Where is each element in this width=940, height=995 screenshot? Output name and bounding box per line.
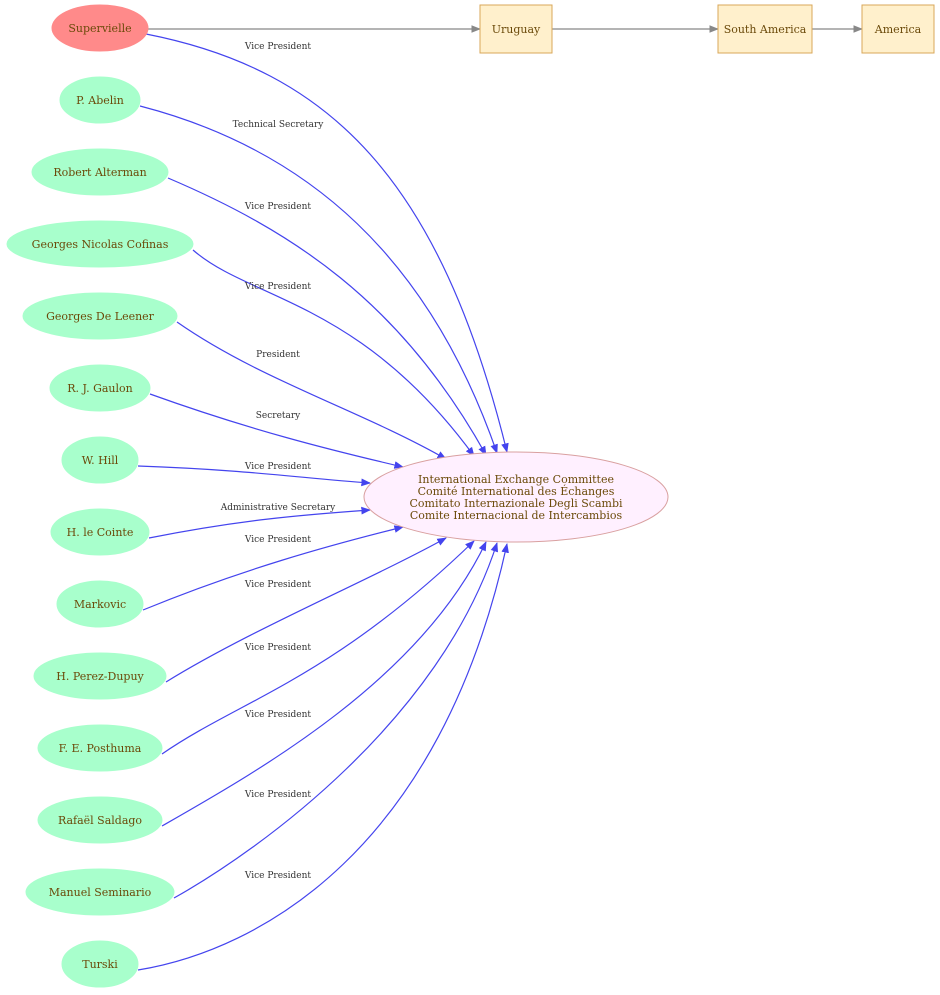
person-label-turski: Turski	[82, 958, 118, 971]
place-node-america[interactable]: America	[861, 4, 935, 54]
edge-label-georges-nicolas-cofinas: Vice President	[244, 282, 312, 292]
person-label-georges-nicolas-cofinas: Georges Nicolas Cofinas	[32, 238, 169, 251]
committee-name-line-1: International Exchange Committee	[418, 473, 614, 486]
place-label-america: America	[874, 23, 922, 36]
person-label-georges-de-leener: Georges De Leener	[46, 310, 155, 323]
edge-markovic-to-committee	[142, 525, 404, 611]
person-label-rafael-saldago: Rafaël Saldago	[58, 814, 142, 827]
edge-label-rafael-saldago: Vice President	[244, 710, 312, 720]
edge-label-h-perez-dupuy: Vice President	[244, 580, 312, 590]
person-node-georges-nicolas-cofinas[interactable]: Georges Nicolas Cofinas	[6, 220, 194, 268]
person-node-turski[interactable]: Turski	[61, 940, 139, 988]
edge-rafael-saldago-to-committee	[161, 541, 487, 827]
person-shape-manuel-seminario	[25, 868, 175, 916]
person-shape-p-abelin	[59, 76, 141, 124]
place-shape-america	[861, 4, 935, 54]
person-shape-georges-de-leener	[22, 292, 178, 340]
edge-label-markovic: Vice President	[244, 535, 312, 545]
edge-georges-de-leener-to-committee	[176, 321, 447, 460]
committee-name-line-3: Comitato Internazionale Degli Scambi	[409, 497, 622, 510]
person-label-h-le-cointe: H. le Cointe	[67, 526, 134, 539]
person-node-w-hill[interactable]: W. Hill	[61, 436, 139, 484]
person-shape-rafael-saldago	[37, 796, 163, 844]
person-label-supervielle: Supervielle	[68, 22, 131, 35]
person-shape-georges-nicolas-cofinas	[6, 220, 194, 268]
person-label-manuel-seminario: Manuel Seminario	[49, 886, 152, 899]
person-label-r-j-gaulon: R. J. Gaulon	[67, 382, 132, 395]
place-label-uruguay: Uruguay	[492, 23, 541, 36]
edge-georges-nicolas-cofinas-to-committee	[192, 249, 475, 457]
person-node-rafael-saldago[interactable]: Rafaël Saldago	[37, 796, 163, 844]
edge-r-j-gaulon-to-committee	[149, 393, 404, 469]
edge-turski-to-committee	[137, 543, 509, 971]
person-shape-turski	[61, 940, 139, 988]
edge-label-f-e-posthuma: Vice President	[244, 643, 312, 653]
edge-h-perez-dupuy-to-committee	[165, 537, 447, 683]
person-shape-w-hill	[61, 436, 139, 484]
person-shape-markovic	[56, 580, 144, 628]
person-label-markovic: Markovic	[74, 598, 126, 611]
edge-w-hill-to-committee	[137, 465, 371, 487]
place-shape-uruguay	[479, 4, 553, 54]
person-shape-h-le-cointe	[50, 508, 150, 556]
person-node-supervielle[interactable]: Supervielle	[51, 4, 149, 52]
place-node-south-america[interactable]: South America	[717, 4, 813, 54]
person-shape-h-perez-dupuy	[33, 652, 167, 700]
edge-label-r-j-gaulon: Secretary	[256, 411, 301, 421]
edge-manuel-seminario-to-committee	[173, 542, 499, 899]
person-node-manuel-seminario[interactable]: Manuel Seminario	[25, 868, 175, 916]
edge-f-e-posthuma-to-committee	[161, 540, 475, 755]
place-shape-south-america	[717, 4, 813, 54]
edges-layer	[137, 25, 863, 971]
place-label-south-america: South America	[724, 23, 807, 36]
committee-name-line-2: Comité International des Échanges	[418, 484, 615, 498]
person-label-w-hill: W. Hill	[82, 454, 119, 467]
edge-label-robert-alterman: Vice President	[244, 202, 312, 212]
person-shape-r-j-gaulon	[49, 364, 151, 412]
place-node-uruguay[interactable]: Uruguay	[479, 4, 553, 54]
person-shape-supervielle	[51, 4, 149, 52]
person-node-georges-de-leener[interactable]: Georges De Leener	[22, 292, 178, 340]
person-label-f-e-posthuma: F. E. Posthuma	[59, 742, 142, 755]
person-shape-f-e-posthuma	[37, 724, 163, 772]
edge-label-p-abelin: Technical Secretary	[233, 120, 325, 130]
person-node-h-le-cointe[interactable]: H. le Cointe	[50, 508, 150, 556]
person-label-h-perez-dupuy: H. Perez-Dupuy	[56, 670, 144, 683]
person-node-p-abelin[interactable]: P. Abelin	[59, 76, 141, 124]
person-node-markovic[interactable]: Markovic	[56, 580, 144, 628]
edge-robert-alterman-to-committee	[167, 177, 487, 456]
person-shape-robert-alterman	[31, 148, 169, 196]
person-node-h-perez-dupuy[interactable]: H. Perez-Dupuy	[33, 652, 167, 700]
edge-p-abelin-to-committee	[139, 105, 498, 454]
edge-label-turski: Vice President	[244, 871, 312, 881]
person-node-r-j-gaulon[interactable]: R. J. Gaulon	[49, 364, 151, 412]
person-label-robert-alterman: Robert Alterman	[53, 166, 146, 179]
edge-label-h-le-cointe: Administrative Secretary	[220, 503, 336, 513]
person-node-robert-alterman[interactable]: Robert Alterman	[31, 148, 169, 196]
edge-supervielle-to-committee	[145, 33, 509, 453]
edge-h-le-cointe-to-committee	[148, 506, 371, 539]
edge-label-w-hill: Vice President	[244, 462, 312, 472]
committee-shape	[363, 451, 669, 543]
committee-name-line-4: Comite Internacional de Intercambios	[410, 509, 623, 522]
edge-label-georges-de-leener: President	[256, 350, 300, 360]
edge-label-supervielle: Vice President	[244, 42, 312, 52]
person-label-p-abelin: P. Abelin	[76, 94, 124, 107]
edge-label-manuel-seminario: Vice President	[244, 790, 312, 800]
person-node-f-e-posthuma[interactable]: F. E. Posthuma	[37, 724, 163, 772]
